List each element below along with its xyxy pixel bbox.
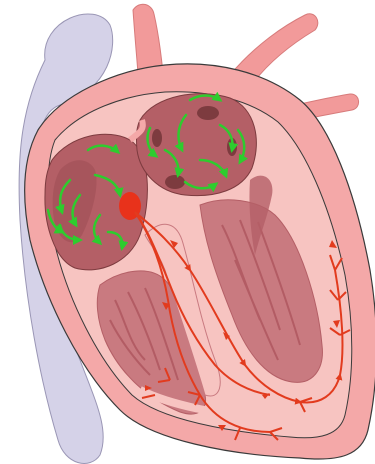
- pulmonary-vein-opening: [165, 175, 185, 189]
- pulmonary-vein-opening: [152, 129, 162, 147]
- pulmonary-vein-opening: [197, 106, 219, 120]
